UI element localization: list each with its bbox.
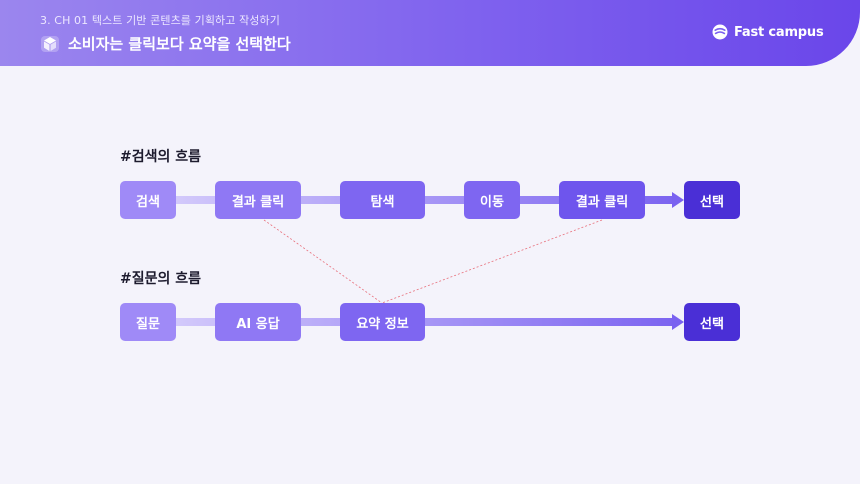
search-flow-arrowhead <box>672 192 684 208</box>
result-click-to-summary-line <box>263 219 383 304</box>
header-banner: 3. CH 01 텍스트 기반 콘텐츠를 기획하고 작성하기 소비자는 클릭보다… <box>0 0 860 66</box>
question-flow-step-question: 질문 <box>120 303 176 341</box>
brand-name: Fast campus <box>734 24 824 40</box>
brand-logo: Fast campus <box>712 24 824 40</box>
title-row: 소비자는 클릭보다 요약을 선택한다 <box>40 33 291 54</box>
second-result-click-to-summary-line <box>381 219 603 304</box>
page-title: 소비자는 클릭보다 요약을 선택한다 <box>68 35 291 53</box>
question-flow-step-ai-response: AI 응답 <box>215 303 301 341</box>
question-flow-step-select: 선택 <box>684 303 740 341</box>
search-flow-step-move: 이동 <box>464 181 520 219</box>
question-flow-arrowhead <box>672 314 684 330</box>
question-flow-label: #질문의 흐름 <box>120 271 202 287</box>
fastcampus-logo-icon <box>712 24 728 40</box>
search-flow-step-select: 선택 <box>684 181 740 219</box>
cube-cluster-icon <box>41 35 59 52</box>
search-flow-step-result-click-2: 결과 클릭 <box>559 181 645 219</box>
search-flow-step-explore: 탐색 <box>340 181 425 219</box>
question-flow-step-summary: 요약 정보 <box>340 303 425 341</box>
search-flow-label: #검색의 흐름 <box>120 149 202 165</box>
chapter-subtitle: 3. CH 01 텍스트 기반 콘텐츠를 기획하고 작성하기 <box>40 14 280 27</box>
search-flow-step-search: 검색 <box>120 181 176 219</box>
search-flow-step-result-click: 결과 클릭 <box>215 181 301 219</box>
